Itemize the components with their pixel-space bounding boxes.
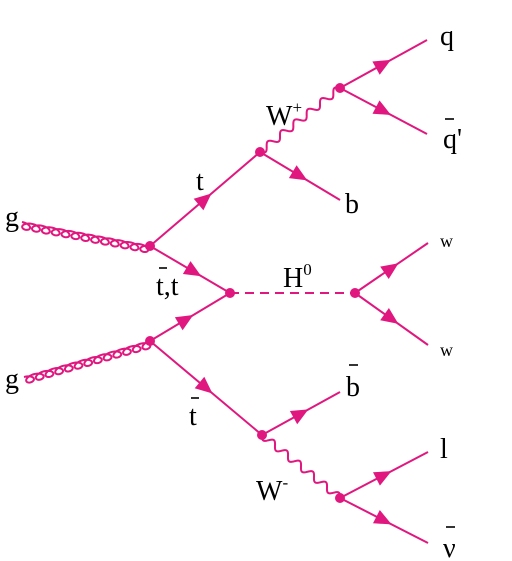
label-top-quark: t bbox=[196, 166, 204, 197]
higgs-superscript: 0 bbox=[303, 260, 312, 279]
label-tbar-t: t,t bbox=[156, 271, 179, 302]
label-g-bottom: g bbox=[5, 364, 19, 395]
arrow-antineutrino bbox=[373, 510, 392, 525]
w-plus-superscript: + bbox=[292, 98, 302, 117]
arrow-virtual-top-upper bbox=[182, 261, 202, 277]
vertex-w-plus-decay bbox=[335, 83, 345, 93]
label-q: q bbox=[440, 21, 454, 52]
fermion-arrows bbox=[174, 59, 399, 525]
vertex-higgs-production bbox=[225, 288, 235, 298]
higgs-text: H bbox=[283, 263, 303, 294]
arrow-b-quark bbox=[288, 165, 308, 181]
vertex-top-decay bbox=[255, 147, 265, 157]
antiparticle-bars bbox=[159, 118, 455, 528]
arrow-lepton bbox=[373, 471, 392, 486]
vertices bbox=[145, 83, 360, 503]
vertex-higgs-decay bbox=[350, 288, 360, 298]
arrow-anti-top bbox=[194, 376, 213, 394]
vertex-w-minus-decay bbox=[335, 493, 345, 503]
label-w-bottom: w bbox=[440, 340, 453, 360]
label-antineutrino: ν bbox=[443, 533, 456, 561]
label-b: b bbox=[345, 189, 359, 220]
w-minus-wavy-line bbox=[260, 434, 342, 499]
arrow-top-quark bbox=[193, 193, 212, 211]
arrow-w-bottom bbox=[380, 308, 399, 324]
arrow-virtual-top-lower bbox=[174, 315, 194, 331]
label-w-plus: W+ bbox=[266, 98, 302, 132]
w-minus-superscript: - bbox=[282, 473, 288, 492]
vertex-anti-top-decay bbox=[257, 430, 267, 440]
label-bbar: b bbox=[346, 372, 360, 403]
label-w-top: w bbox=[440, 231, 453, 251]
gluon-top-line bbox=[21, 221, 151, 254]
label-g-top: g bbox=[5, 202, 19, 233]
label-lepton: l bbox=[440, 434, 448, 465]
w-plus-text: W bbox=[266, 101, 293, 132]
w-plus-wavy-line bbox=[259, 86, 341, 154]
label-qbar-prime: q' bbox=[443, 124, 462, 155]
arrow-anti-b bbox=[289, 409, 309, 425]
label-w-minus: W- bbox=[256, 473, 288, 507]
label-tbar-low: t bbox=[189, 401, 197, 432]
label-higgs: H0 bbox=[283, 260, 312, 294]
arrow-qbar-prime bbox=[372, 100, 391, 115]
gluon-bottom-line bbox=[23, 340, 152, 384]
w-minus-text: W bbox=[256, 476, 283, 507]
vertex-gluon-bottom bbox=[145, 336, 155, 346]
vertex-gluon-top bbox=[145, 241, 155, 251]
arrow-w-top bbox=[380, 263, 399, 279]
arrow-q bbox=[372, 59, 391, 75]
